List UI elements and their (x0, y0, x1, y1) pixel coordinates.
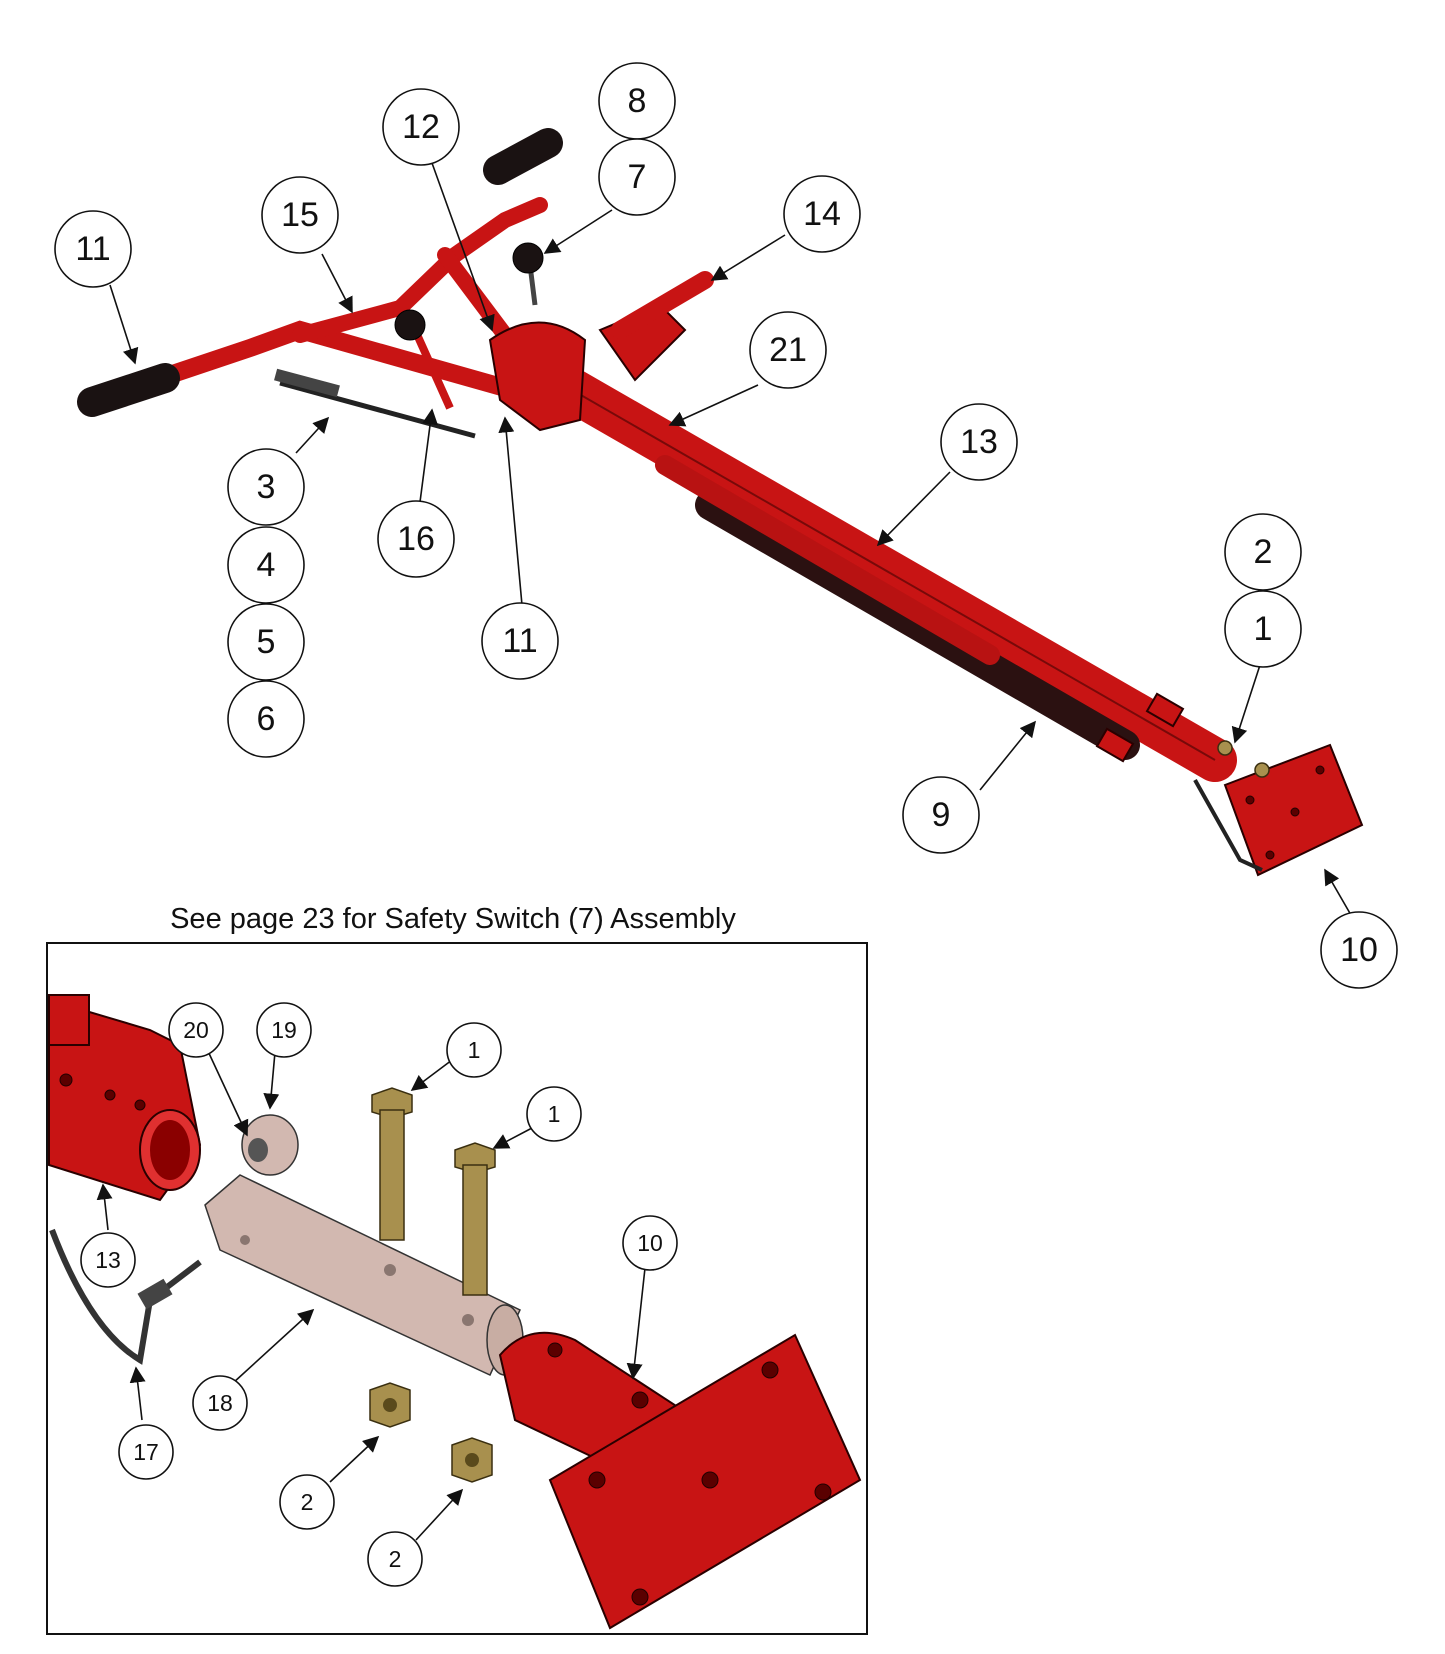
callout-10: 10 (1320, 911, 1398, 989)
callout-5: 5 (227, 603, 305, 681)
right-grip (483, 128, 563, 185)
svg-text:7: 7 (628, 158, 647, 196)
svg-text:19: 19 (271, 1017, 297, 1043)
inset-callout-1-b: 1 (526, 1086, 582, 1142)
inset-callout-2-a: 2 (279, 1474, 335, 1530)
inset-callout-17: 17 (118, 1424, 174, 1480)
svg-text:10: 10 (1340, 931, 1378, 969)
callout-4: 4 (227, 526, 305, 604)
svg-text:9: 9 (932, 796, 951, 834)
callout-1: 1 (1224, 590, 1302, 668)
svg-text:11: 11 (75, 230, 110, 268)
svg-text:13: 13 (960, 423, 998, 461)
callout-6: 6 (227, 680, 305, 758)
callout-13: 13 (940, 403, 1018, 481)
cylinder (695, 490, 1140, 760)
callout-15: 15 (261, 176, 339, 254)
svg-text:18: 18 (207, 1390, 233, 1416)
callout-7: 7 (598, 138, 676, 216)
inset-callout-2-b: 2 (367, 1531, 423, 1587)
inset-callout-18: 18 (192, 1375, 248, 1431)
svg-text:1: 1 (548, 1101, 561, 1127)
svg-text:8: 8 (628, 82, 647, 120)
svg-text:2: 2 (301, 1489, 314, 1515)
svg-text:5: 5 (257, 623, 276, 661)
svg-text:12: 12 (402, 108, 440, 146)
pivot-block (488, 321, 587, 432)
callout-14: 14 (783, 175, 861, 253)
callout-11-left-grip: 11 (54, 210, 132, 288)
callout-12: 12 (382, 88, 460, 166)
svg-text:20: 20 (183, 1017, 209, 1043)
svg-text:14: 14 (803, 195, 841, 233)
svg-text:15: 15 (281, 196, 319, 234)
callout-16: 16 (377, 500, 455, 578)
inset-callout-13: 13 (80, 1232, 136, 1288)
callout-9: 9 (902, 776, 980, 854)
callout-21: 21 (749, 311, 827, 389)
inset-callout-20: 20 (168, 1002, 224, 1058)
svg-text:16: 16 (397, 520, 435, 558)
inset-safety-rod (49, 1228, 202, 1365)
svg-text:2: 2 (1254, 533, 1273, 571)
svg-text:11: 11 (502, 622, 537, 660)
callout-8: 8 (598, 62, 676, 140)
inset-callout-10: 10 (622, 1215, 678, 1271)
svg-text:1: 1 (1254, 610, 1273, 648)
svg-text:6: 6 (257, 700, 276, 738)
svg-text:4: 4 (257, 546, 276, 584)
lever-knob (394, 309, 426, 341)
svg-text:13: 13 (95, 1247, 121, 1273)
handle-assembly-illustration (77, 128, 1364, 877)
safety-switch-note: See page 23 for Safety Switch (7) Assemb… (170, 903, 736, 935)
svg-text:2: 2 (389, 1546, 402, 1572)
switch-knob (512, 242, 544, 274)
svg-text:21: 21 (769, 331, 807, 369)
svg-text:10: 10 (637, 1230, 663, 1256)
svg-text:17: 17 (133, 1439, 159, 1465)
svg-text:1: 1 (468, 1037, 481, 1063)
callout-2: 2 (1224, 513, 1302, 591)
main-leaders (109, 162, 1356, 923)
inset-callout-1-a: 1 (446, 1022, 502, 1078)
callout-11-center: 11 (481, 602, 559, 680)
left-grip (77, 363, 180, 417)
callout-3: 3 (227, 448, 305, 526)
inset-callout-19: 19 (256, 1002, 312, 1058)
inset-leaders (96, 1048, 646, 1541)
svg-text:3: 3 (257, 468, 276, 506)
